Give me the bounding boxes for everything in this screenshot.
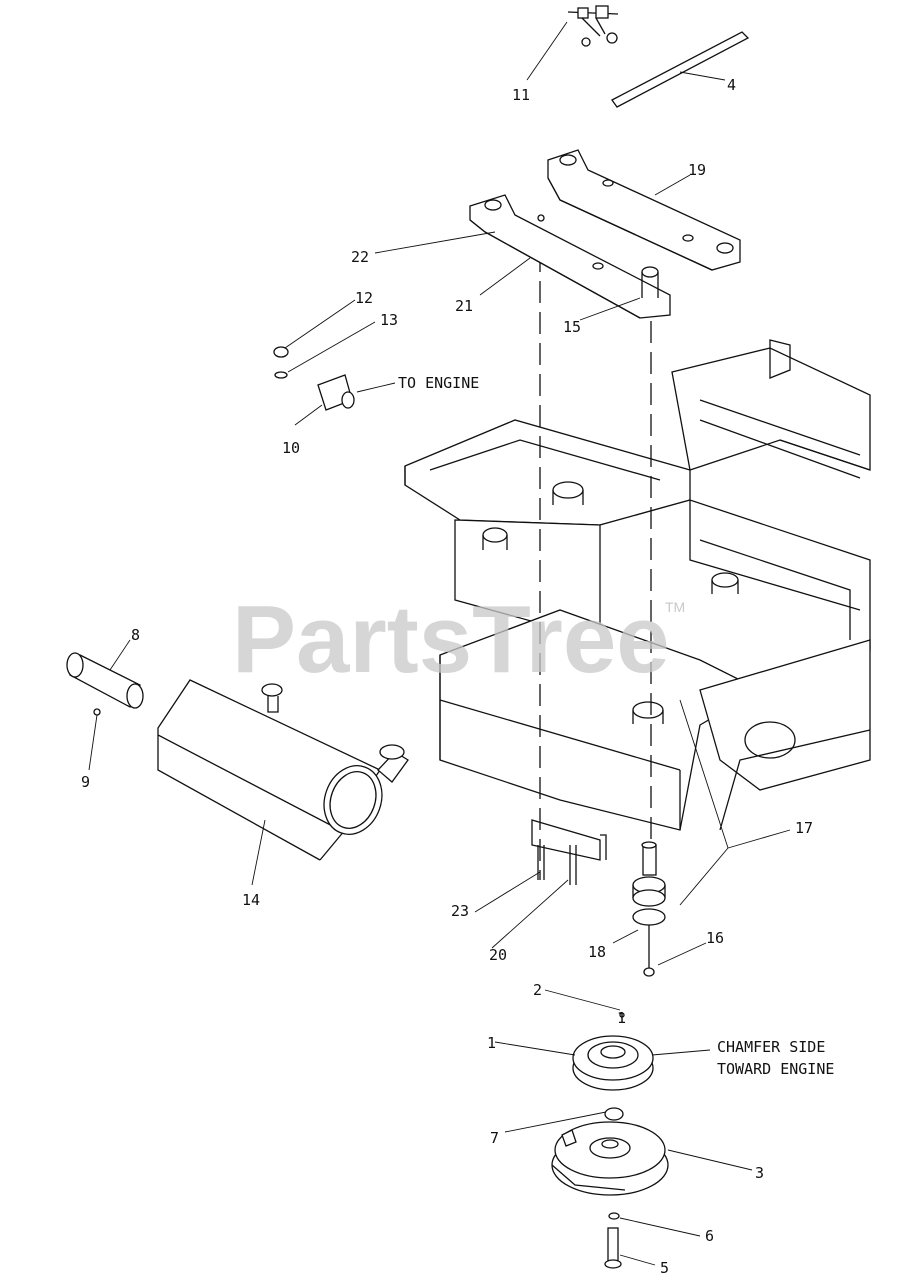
part-19-bracket [547, 149, 741, 271]
callout-7: 7 [490, 1129, 499, 1147]
part-7-washer [604, 1107, 624, 1121]
callout-20: 20 [489, 946, 507, 964]
watermark-text: PartsTree [232, 586, 670, 693]
note-chamfer-line2: TOWARD ENGINE [717, 1060, 834, 1078]
callout-10: 10 [282, 439, 300, 457]
note-to-engine: TO ENGINE [398, 374, 479, 392]
callout-9: 9 [81, 773, 90, 791]
part-4-rod [611, 31, 750, 108]
callout-21: 21 [455, 297, 473, 315]
part-3-clutch [551, 1121, 669, 1196]
callout-4: 4 [727, 76, 736, 94]
callout-13: 13 [380, 311, 398, 329]
watermark-trademark: TM [665, 599, 685, 615]
callout-15: 15 [563, 318, 581, 336]
callout-labels: 1 1 2 3 4 5 6 7 8 9 10 11 12 13 14 15 16… [81, 76, 813, 1277]
part-6-washer [608, 1212, 620, 1220]
callout-23: 23 [451, 902, 469, 920]
part-5-bolt [604, 1227, 622, 1269]
callout-8: 8 [131, 626, 140, 644]
part-21-bracket [469, 194, 671, 319]
part-17-spacer-stack [632, 841, 666, 977]
part-8-tube [66, 652, 144, 709]
callout-12: 12 [355, 289, 373, 307]
callout-5: 5 [660, 1259, 669, 1277]
part-11-clamp [567, 5, 619, 47]
callout-2: 2 [533, 981, 542, 999]
part-1-pulley [572, 1012, 654, 1091]
callout-19: 19 [688, 161, 706, 179]
callout-14: 14 [242, 891, 260, 909]
callout-17: 17 [795, 819, 813, 837]
frame-assembly [404, 339, 871, 861]
callout-1b: 1 [617, 1009, 626, 1027]
note-chamfer-line1: CHAMFER SIDE [717, 1038, 825, 1056]
callout-6: 6 [705, 1227, 714, 1245]
part-9-screw [93, 708, 101, 716]
callout-11: 11 [512, 86, 530, 104]
part-10-fitting [317, 374, 355, 411]
part-23-20-rod [537, 845, 577, 885]
callout-3: 3 [755, 1164, 764, 1182]
leader-lines [88, 21, 791, 1266]
callout-18: 18 [588, 943, 606, 961]
part-14-muffler [157, 679, 409, 861]
callout-22: 22 [351, 248, 369, 266]
callout-16: 16 [706, 929, 724, 947]
part-12-13-nut-washer [273, 346, 289, 379]
callout-1a: 1 [487, 1034, 496, 1052]
